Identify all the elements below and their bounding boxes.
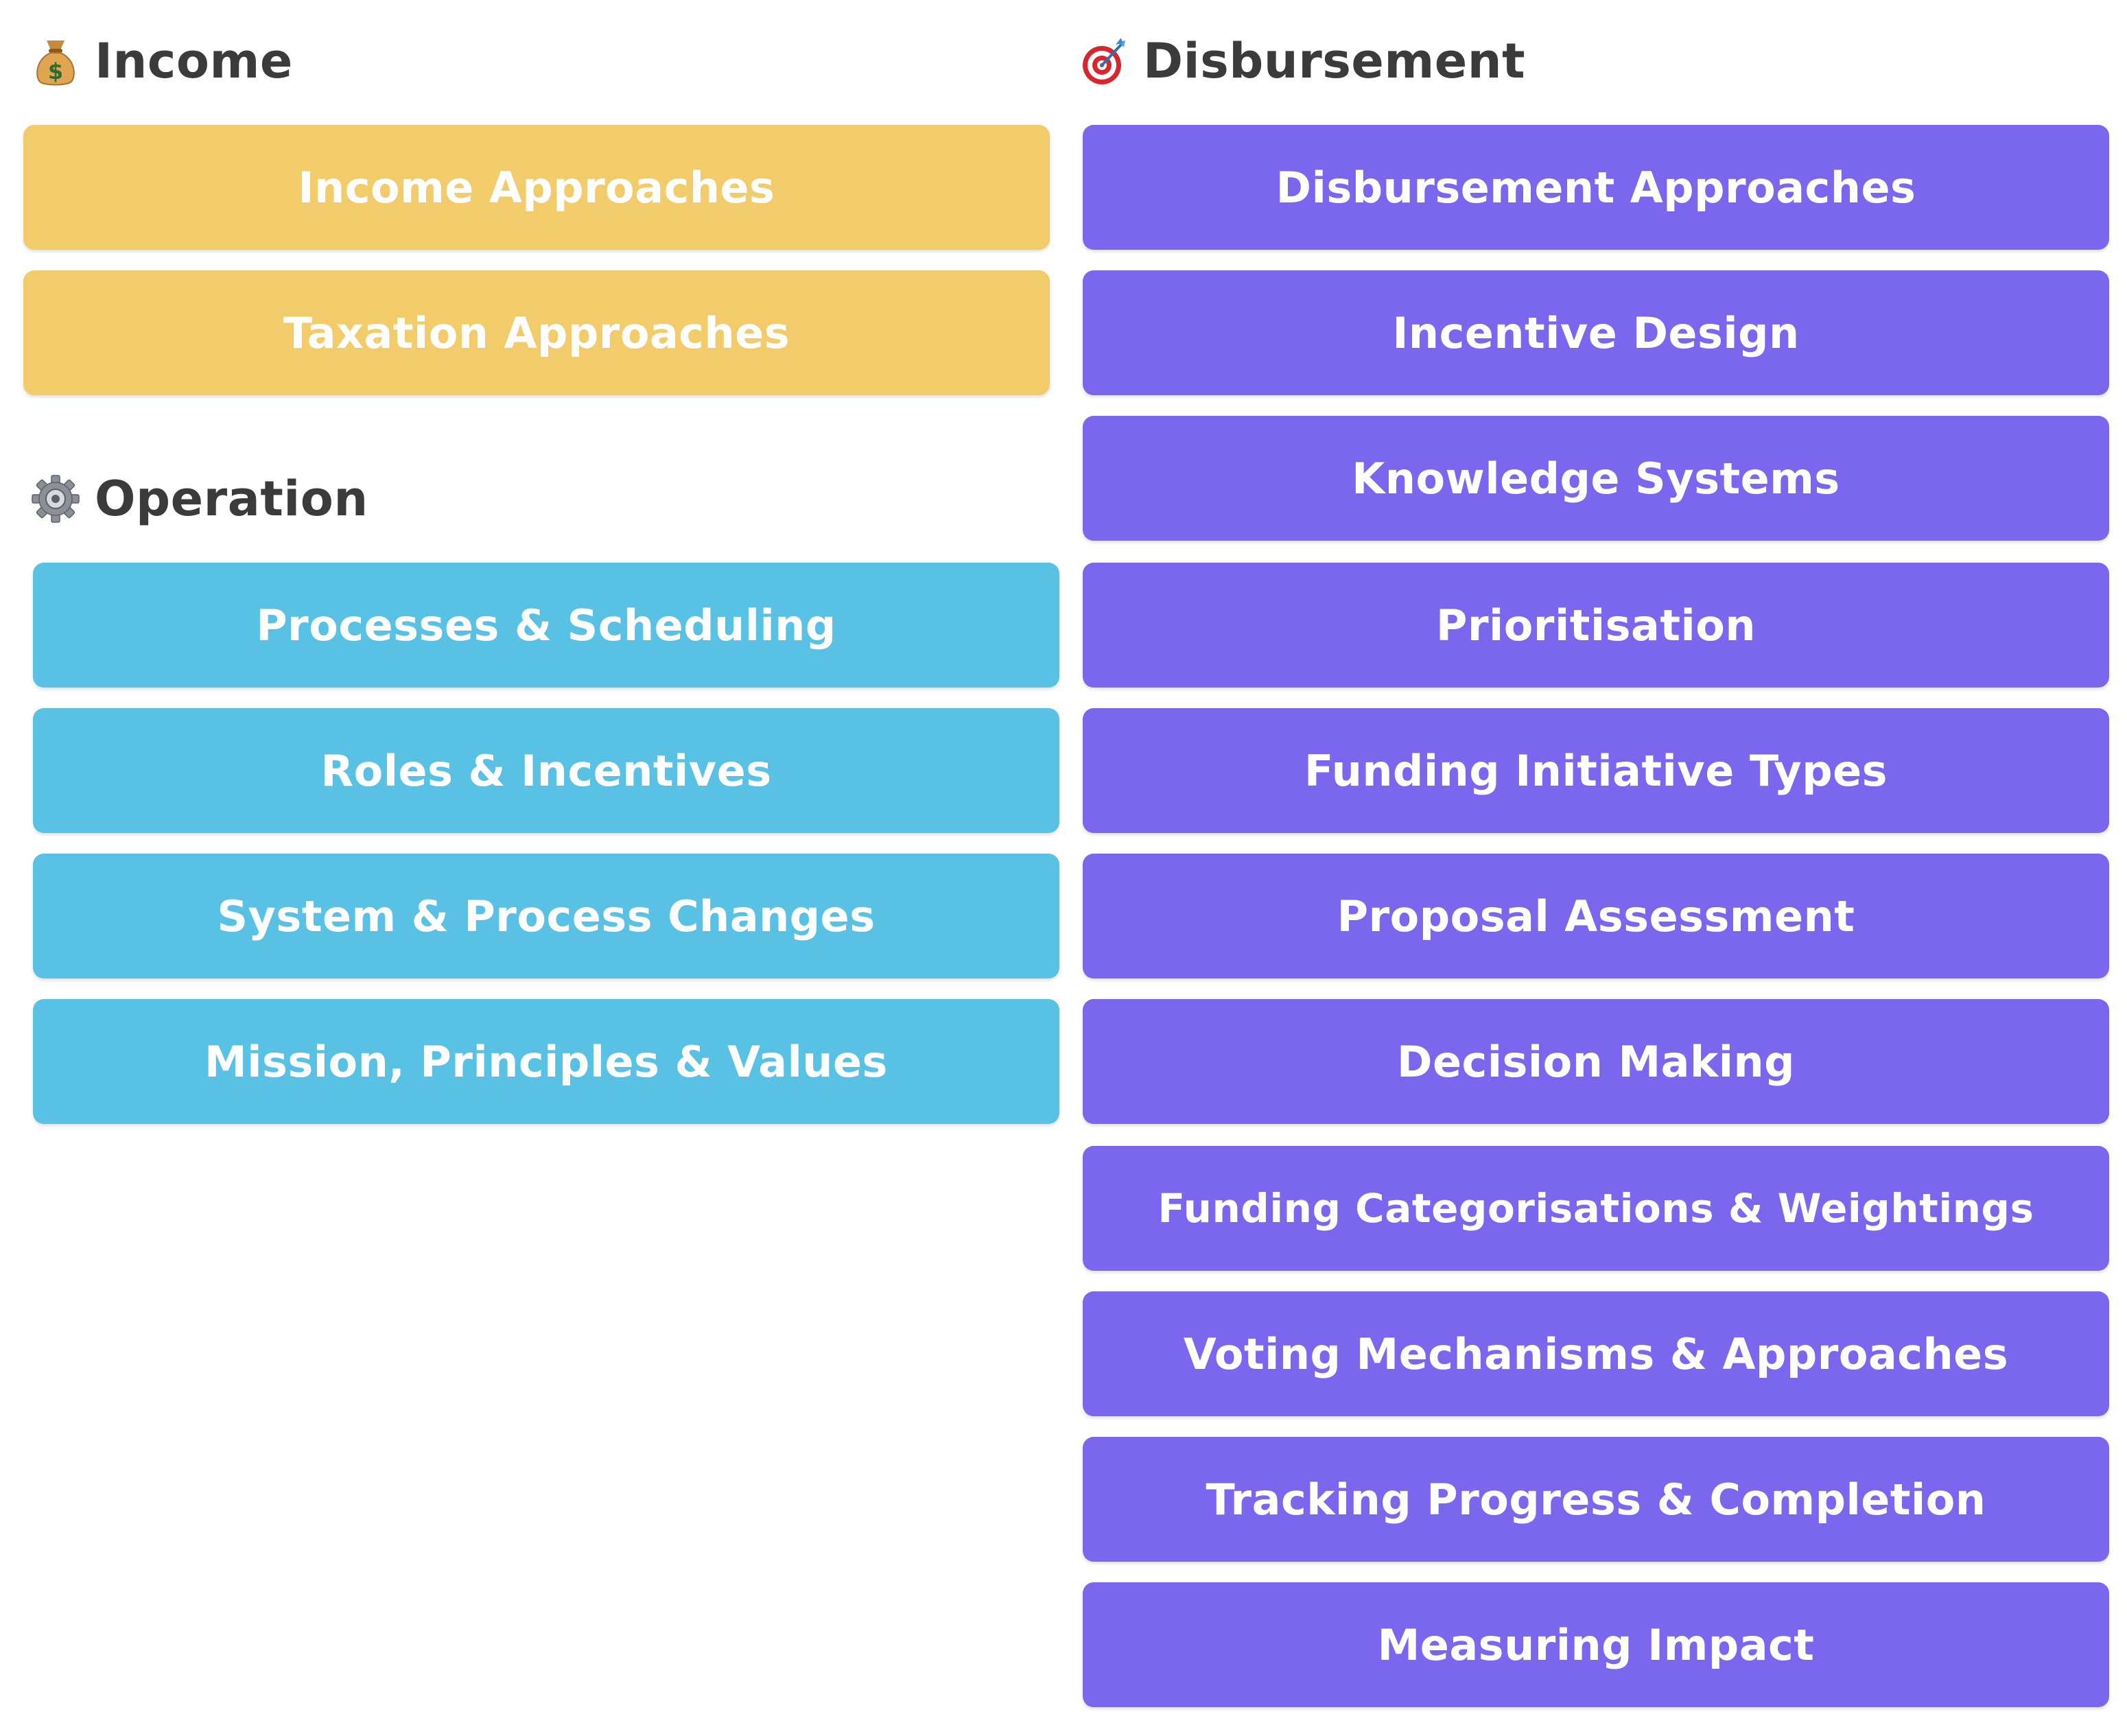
card-income-approaches[interactable]: Income Approaches <box>23 125 1050 250</box>
card-taxation-approaches[interactable]: Taxation Approaches <box>23 270 1050 395</box>
card-knowledge-systems[interactable]: Knowledge Systems <box>1083 416 2109 541</box>
card-processes-scheduling[interactable]: Processes & Scheduling <box>33 563 1059 688</box>
card-label: Tracking Progress & Completion <box>1206 1474 1986 1525</box>
target-dart-icon <box>1080 35 1128 87</box>
card-proposal-assessment[interactable]: Proposal Assessment <box>1083 854 2109 978</box>
operation-heading-label: Operation <box>95 471 368 527</box>
card-prioritisation[interactable]: Prioritisation <box>1083 563 2109 688</box>
card-label: Knowledge Systems <box>1352 453 1840 504</box>
card-label: Funding Initiative Types <box>1304 745 1888 796</box>
money-bag-icon: $ <box>32 35 80 87</box>
svg-text:$: $ <box>48 58 63 84</box>
card-label: Decision Making <box>1396 1036 1796 1087</box>
gear-icon <box>32 473 80 525</box>
card-label: Processes & Scheduling <box>256 600 836 650</box>
card-decision-making[interactable]: Decision Making <box>1083 999 2109 1124</box>
card-mission-principles-values[interactable]: Mission, Principles & Values <box>33 999 1059 1124</box>
card-label: System & Process Changes <box>217 891 876 941</box>
card-label: Taxation Approaches <box>283 307 790 358</box>
income-heading-label: Income <box>95 33 293 89</box>
card-measuring-impact[interactable]: Measuring Impact <box>1083 1582 2109 1707</box>
card-label: Measuring Impact <box>1377 1619 1815 1670</box>
disbursement-heading-label: Disbursement <box>1143 33 1526 89</box>
card-label: Funding Categorisations & Weightings <box>1157 1185 2034 1232</box>
card-funding-initiative-types[interactable]: Funding Initiative Types <box>1083 708 2109 833</box>
card-label: Proposal Assessment <box>1337 891 1855 941</box>
card-label: Incentive Design <box>1392 307 1800 358</box>
card-system-process-changes[interactable]: System & Process Changes <box>33 854 1059 978</box>
card-label: Income Approaches <box>298 162 775 213</box>
card-label: Mission, Principles & Values <box>204 1036 888 1087</box>
card-label: Disbursement Approaches <box>1276 162 1916 213</box>
card-label: Voting Mechanisms & Approaches <box>1183 1328 2009 1379</box>
disbursement-heading: Disbursement <box>1080 30 1525 92</box>
card-incentive-design[interactable]: Incentive Design <box>1083 270 2109 395</box>
card-roles-incentives[interactable]: Roles & Incentives <box>33 708 1059 833</box>
card-label: Roles & Incentives <box>320 745 772 796</box>
card-tracking-progress-completion[interactable]: Tracking Progress & Completion <box>1083 1437 2109 1562</box>
card-voting-mechanisms-approaches[interactable]: Voting Mechanisms & Approaches <box>1083 1291 2109 1416</box>
operation-heading: Operation <box>32 468 368 530</box>
card-label: Prioritisation <box>1436 600 1756 650</box>
card-funding-categorisations-weightings[interactable]: Funding Categorisations & Weightings <box>1083 1146 2109 1271</box>
income-heading: $ Income <box>32 30 293 92</box>
card-disbursement-approaches[interactable]: Disbursement Approaches <box>1083 125 2109 250</box>
